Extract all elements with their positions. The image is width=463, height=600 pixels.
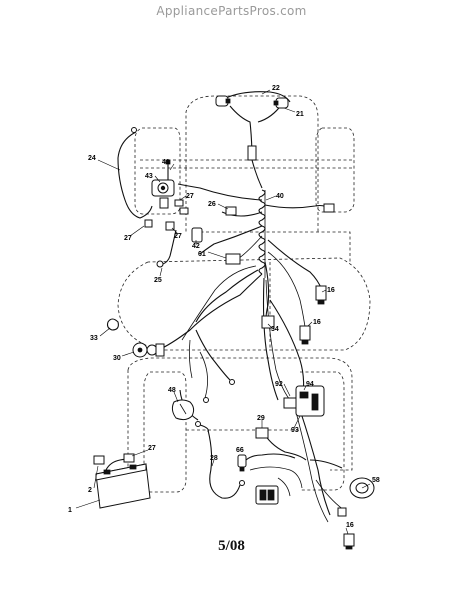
connector-27c xyxy=(165,221,175,231)
connector-30 xyxy=(132,342,165,358)
wiring-harness xyxy=(117,91,345,523)
module-94 xyxy=(283,385,325,417)
switch-16-upper xyxy=(315,285,327,305)
callout-16-c: 16 xyxy=(346,522,354,529)
callout-labels: 22 21 24 41 43 27 40 26 27 27 42 61 25 1… xyxy=(68,85,380,529)
callout-66: 66 xyxy=(236,447,244,454)
switch-34 xyxy=(261,315,275,329)
connector-26 xyxy=(225,206,237,216)
callout-42: 42 xyxy=(192,243,200,250)
page-date-code: 5/08 xyxy=(218,538,245,554)
connector-29 xyxy=(255,427,269,439)
callout-27-c: 27 xyxy=(174,233,182,240)
relay xyxy=(225,253,241,265)
callout-92: 92 xyxy=(275,381,283,388)
callout-2: 2 xyxy=(88,487,92,494)
callout-43: 43 xyxy=(145,173,153,180)
connector-27b xyxy=(179,207,189,215)
callout-22: 22 xyxy=(272,85,280,92)
callout-16-b: 16 xyxy=(313,319,321,326)
callout-25: 25 xyxy=(154,277,162,284)
components xyxy=(93,95,375,550)
ignition-switch xyxy=(151,159,175,209)
connector-27d xyxy=(144,219,153,228)
callout-61: 61 xyxy=(198,251,206,258)
callout-29: 29 xyxy=(257,415,265,422)
fuse-holder xyxy=(191,227,203,243)
connector-27a xyxy=(174,199,184,207)
watermark: AppliancePartsPros.com xyxy=(156,4,307,18)
callout-28: 28 xyxy=(210,455,218,462)
callout-94: 94 xyxy=(306,381,314,388)
leader-lines xyxy=(75,89,371,535)
callout-30: 30 xyxy=(113,355,121,362)
callout-21: 21 xyxy=(296,111,304,118)
callout-48: 48 xyxy=(168,387,176,394)
switch-16-middle xyxy=(299,325,311,345)
seat-switch xyxy=(171,399,195,421)
headlight-left xyxy=(215,95,231,107)
ignition-module xyxy=(255,485,279,505)
callout-24: 24 xyxy=(88,155,96,162)
terminal-2 xyxy=(93,455,105,465)
clip-33 xyxy=(106,318,119,331)
callout-27-a: 27 xyxy=(186,193,194,200)
callout-16-a: 16 xyxy=(327,287,335,294)
terminal-27 xyxy=(123,453,135,463)
connector-right xyxy=(323,203,335,213)
battery xyxy=(95,463,151,509)
tractor-outline xyxy=(117,95,371,493)
headlight-right xyxy=(273,97,289,109)
callout-41: 41 xyxy=(162,159,170,166)
callout-58: 58 xyxy=(372,477,380,484)
callout-33: 33 xyxy=(90,335,98,342)
callout-1: 1 xyxy=(68,507,72,514)
callout-34: 34 xyxy=(271,326,279,333)
fuse-66 xyxy=(237,454,247,472)
callout-27-b: 27 xyxy=(124,235,132,242)
callout-26: 26 xyxy=(208,201,216,208)
switch-16-lower xyxy=(337,507,355,550)
callout-93: 93 xyxy=(291,427,299,434)
callout-27-d: 27 xyxy=(148,445,156,452)
callout-40: 40 xyxy=(276,193,284,200)
